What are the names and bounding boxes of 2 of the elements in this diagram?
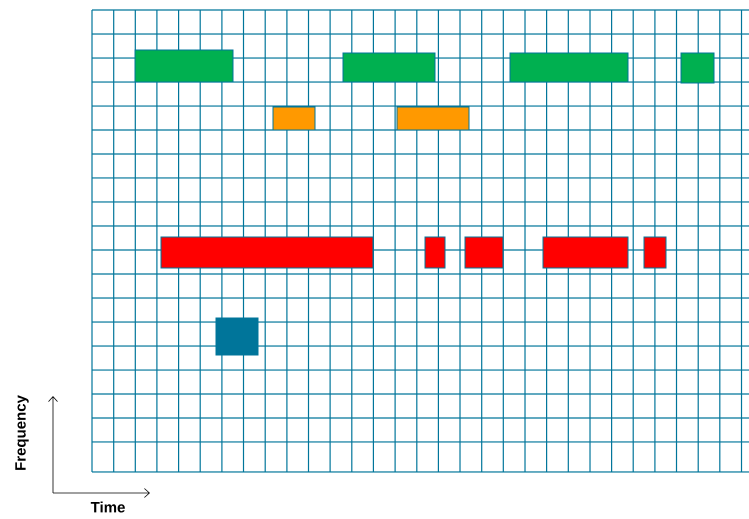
- axis-label: Frequency: [15, 395, 29, 470]
- axis-label: Time: [90, 502, 125, 512]
